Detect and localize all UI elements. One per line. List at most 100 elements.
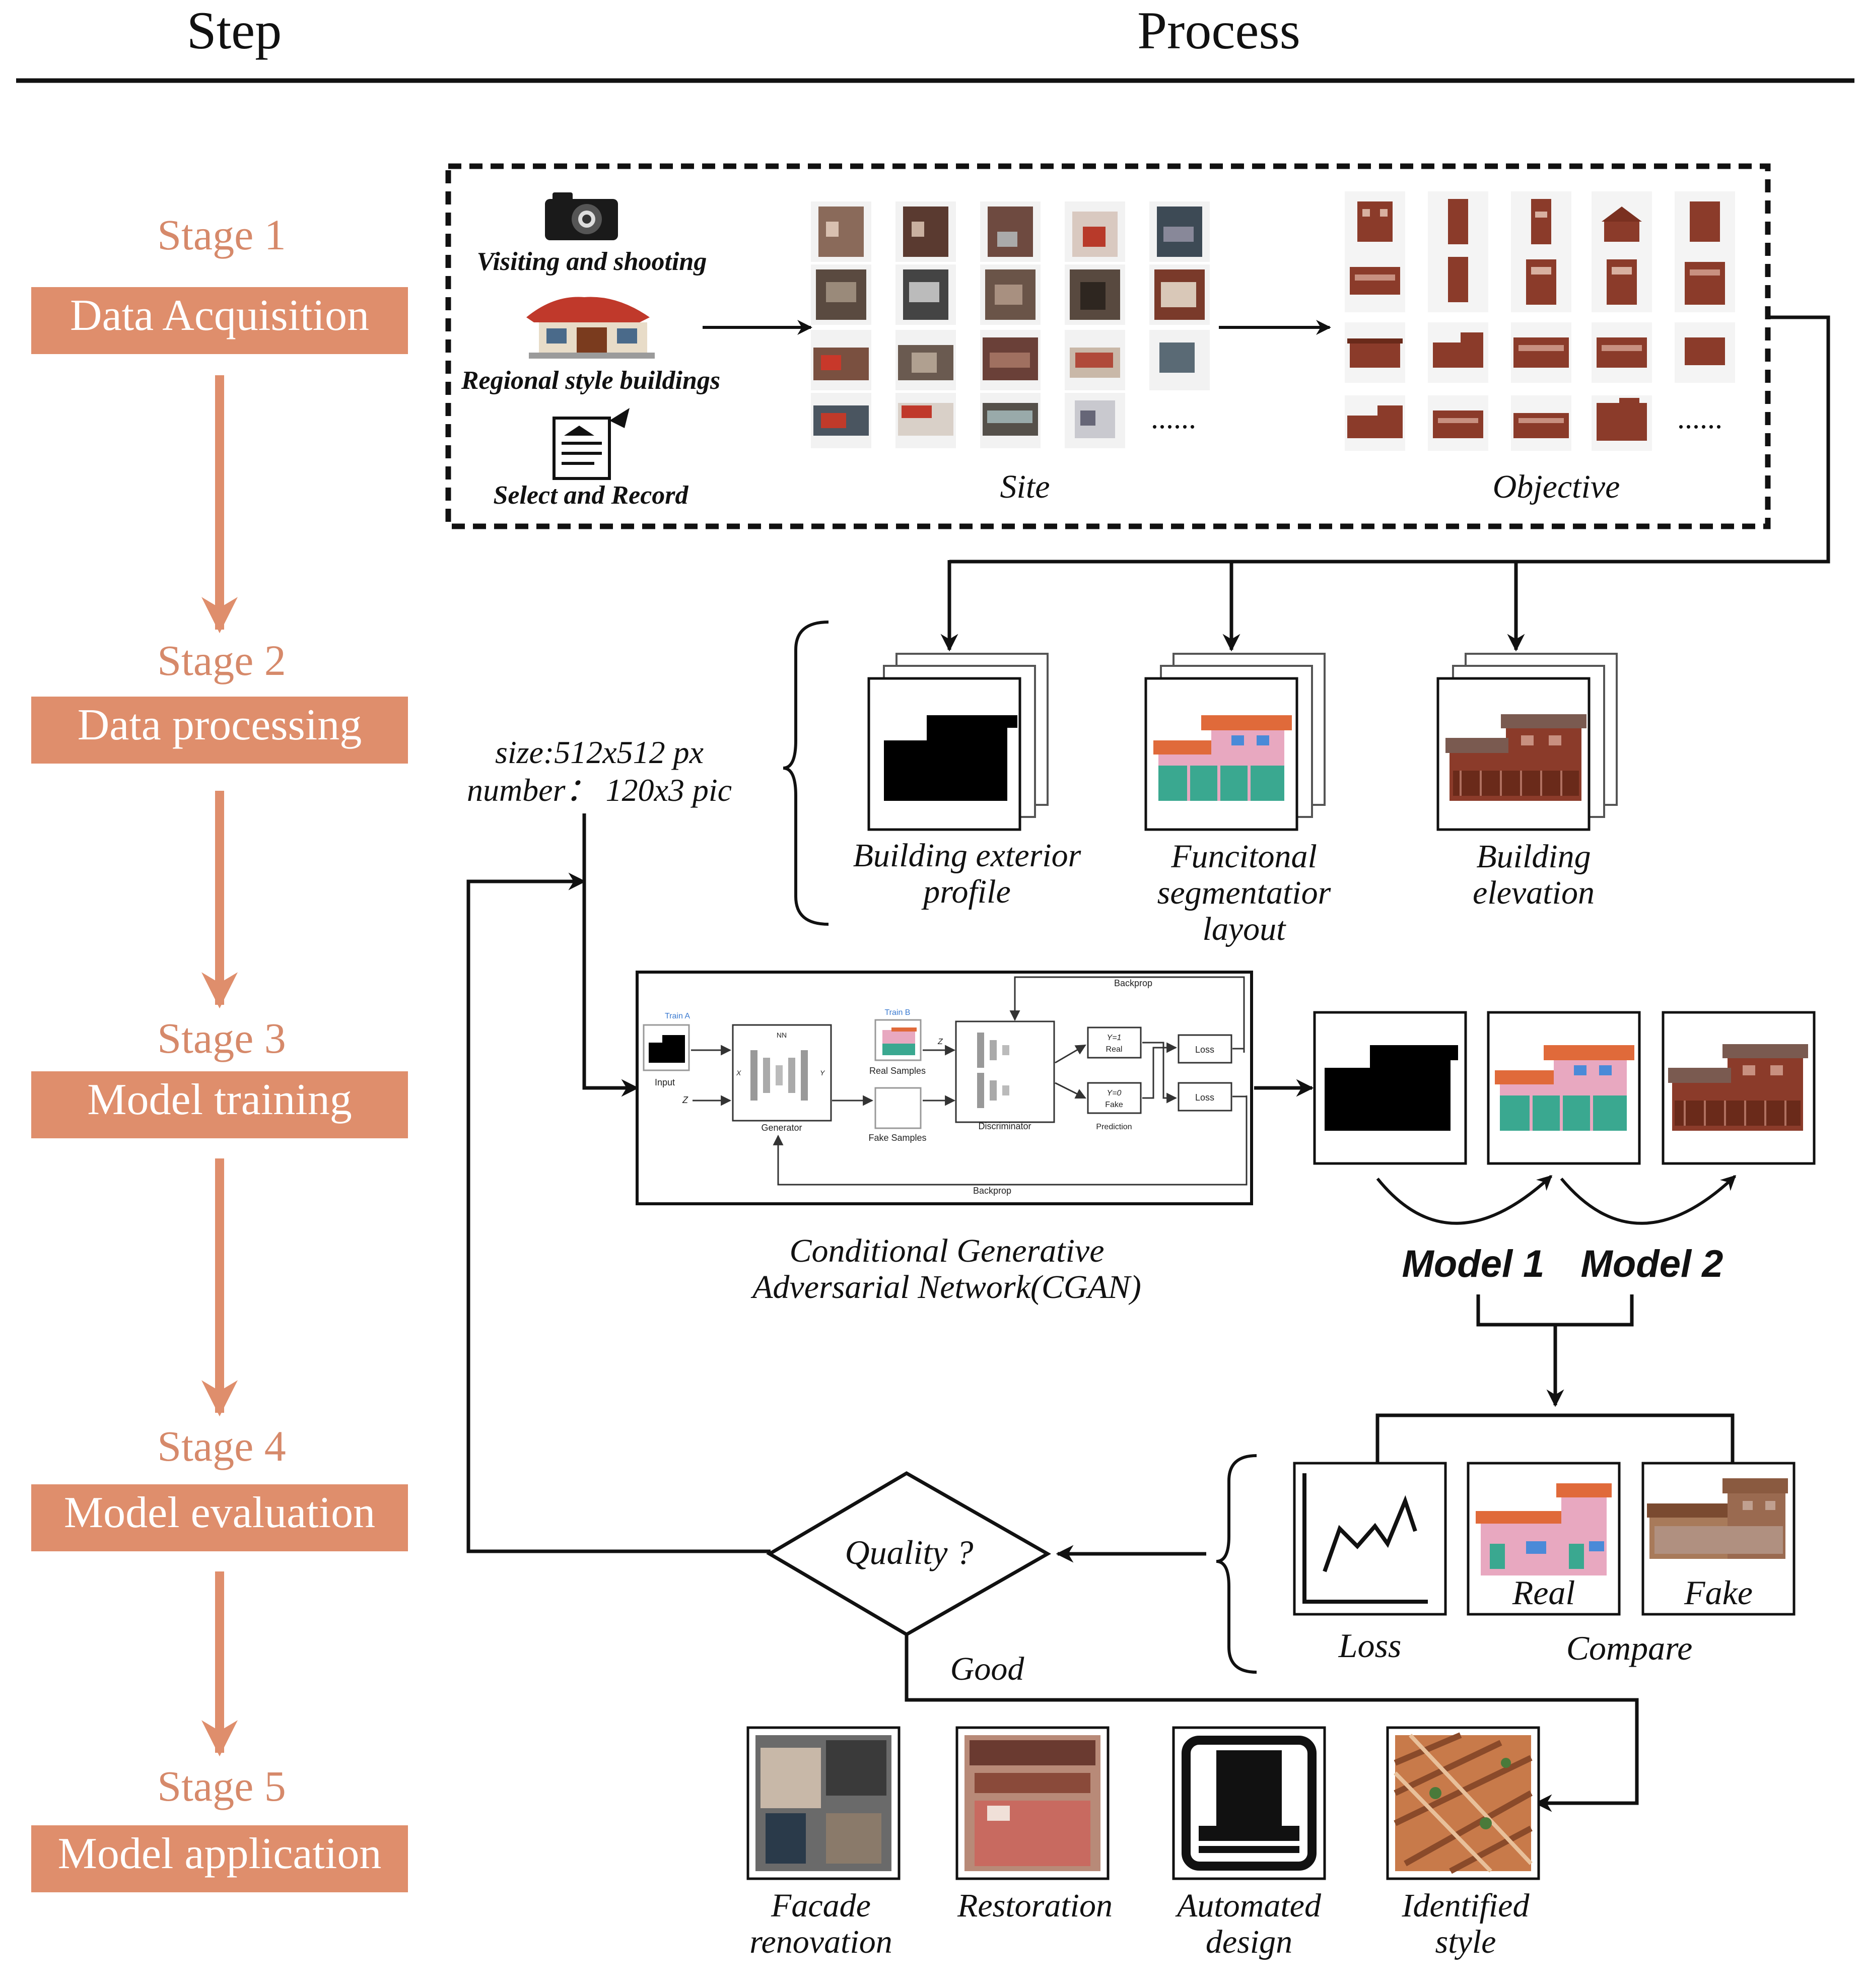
model-1-label: Model 1 — [1402, 1243, 1545, 1285]
svg-text:NN: NN — [777, 1031, 787, 1039]
fake-label: Fake — [1684, 1573, 1753, 1612]
real-sample-image — [1467, 1462, 1621, 1616]
output-profile-image — [1313, 1011, 1467, 1165]
objective-elevation — [1511, 322, 1571, 383]
site-photo — [1149, 264, 1210, 325]
app-identified-style-image — [1386, 1726, 1540, 1880]
connector-acquisition-to-processing — [949, 315, 1830, 564]
site-photo — [980, 264, 1041, 325]
objective-elevation — [1592, 252, 1652, 312]
svg-text:Loss: Loss — [1195, 1092, 1214, 1103]
stage-1-box — [31, 287, 408, 354]
stage-3-name: Model training — [87, 1075, 352, 1124]
site-photo — [1065, 201, 1125, 262]
processing-brace — [783, 621, 829, 926]
loss-chart-image — [1293, 1462, 1447, 1616]
svg-text:Generator: Generator — [761, 1123, 802, 1133]
site-photo-grid: ...... — [811, 201, 1210, 448]
output-elevation-image — [1662, 1011, 1816, 1165]
svg-text:Z: Z — [937, 1038, 943, 1046]
feedback-loop-line — [466, 872, 771, 1553]
stage-3-box — [31, 1071, 408, 1138]
site-photo — [811, 330, 871, 390]
acquisition-dashed-box — [445, 163, 1771, 529]
stage-3-number: Stage 3 — [157, 1014, 286, 1062]
site-ellipsis: ...... — [1151, 401, 1196, 435]
stage-1-number: Stage 1 — [157, 211, 286, 259]
objective-elevation — [1345, 252, 1405, 312]
objective-elevation — [1592, 191, 1652, 252]
site-photo — [895, 264, 956, 325]
dataset-size: size:512x512 px — [495, 734, 704, 770]
stage-1-name: Data Acquisition — [70, 291, 369, 340]
evaluation-brace — [1216, 1454, 1257, 1674]
app-restoration-label: Restoration — [957, 1887, 1113, 1924]
fake-sample-image — [1641, 1462, 1796, 1616]
objective-ellipsis: ...... — [1677, 401, 1722, 435]
header-process: Process — [1137, 1, 1300, 60]
site-photo — [980, 201, 1041, 262]
svg-text:Fake Samples: Fake Samples — [868, 1133, 926, 1143]
stage-4-name: Model evaluation — [64, 1488, 375, 1537]
objective-elevation — [1675, 252, 1735, 312]
stage-2-name: Data processing — [78, 701, 362, 749]
site-photo — [811, 393, 871, 448]
models-bracket — [1476, 1294, 1634, 1327]
profile-image-stack — [867, 653, 1049, 831]
stage-5-box — [31, 1825, 408, 1892]
svg-text:Discriminator: Discriminator — [978, 1121, 1031, 1131]
good-label: Good — [950, 1651, 1025, 1687]
regional-buildings-label: Regional style buildings — [461, 366, 720, 395]
objective-elevation — [1345, 191, 1405, 252]
model-2-label: Model 2 — [1581, 1243, 1723, 1285]
stage-5-number: Stage 5 — [157, 1762, 286, 1810]
svg-text:Y=1: Y=1 — [1107, 1034, 1122, 1042]
model-1-curve — [1376, 1175, 1553, 1225]
objective-elevation — [1345, 322, 1405, 383]
dataset-to-cgan-line — [582, 813, 639, 1097]
svg-text:Z: Z — [682, 1095, 688, 1105]
svg-text:Real Samples: Real Samples — [869, 1066, 926, 1076]
svg-text:Y: Y — [820, 1069, 825, 1077]
compare-label: Compare — [1566, 1629, 1693, 1667]
objective-elevation — [1511, 191, 1571, 252]
document-record-icon — [553, 408, 630, 480]
acquisition-panel: Visiting and shooting Regional style bui… — [445, 163, 1771, 529]
objective-elevation — [1428, 191, 1488, 252]
site-photo — [1149, 201, 1210, 262]
objective-elevation — [1428, 322, 1488, 383]
svg-text:Train A: Train A — [665, 1012, 690, 1020]
objective-elevation — [1428, 252, 1488, 312]
objective-elevation — [1675, 191, 1735, 252]
objective-elevation — [1592, 322, 1652, 383]
site-photo — [895, 201, 956, 262]
eval-distribution-line — [1375, 1413, 1735, 1463]
real-label: Real — [1512, 1573, 1575, 1612]
objective-label: Objective — [1493, 468, 1620, 505]
svg-text:Real: Real — [1106, 1045, 1123, 1054]
objective-elevation — [1675, 322, 1735, 383]
regional-building-icon — [526, 297, 655, 359]
svg-text:Backprop: Backprop — [1114, 978, 1152, 988]
site-photo — [811, 264, 871, 325]
svg-text:Fake: Fake — [1105, 1101, 1123, 1109]
cgan-frame — [636, 971, 1253, 1205]
svg-text:Input: Input — [655, 1077, 675, 1087]
cgan-architecture: Backprop Backprop Train A Input Z NN X Y… — [636, 971, 1253, 1205]
quality-label: Quality ? — [845, 1533, 974, 1571]
site-photo — [811, 201, 871, 262]
objective-elevation-grid: ...... — [1345, 191, 1735, 451]
stage-2-box — [31, 697, 408, 764]
site-photo — [1065, 264, 1125, 325]
objective-elevation — [1511, 395, 1571, 451]
objective-elevation — [1345, 395, 1405, 451]
app-restoration-image — [955, 1726, 1110, 1880]
stage-4-box — [31, 1484, 408, 1551]
site-photo — [980, 330, 1041, 390]
app-facade-image — [746, 1726, 901, 1880]
